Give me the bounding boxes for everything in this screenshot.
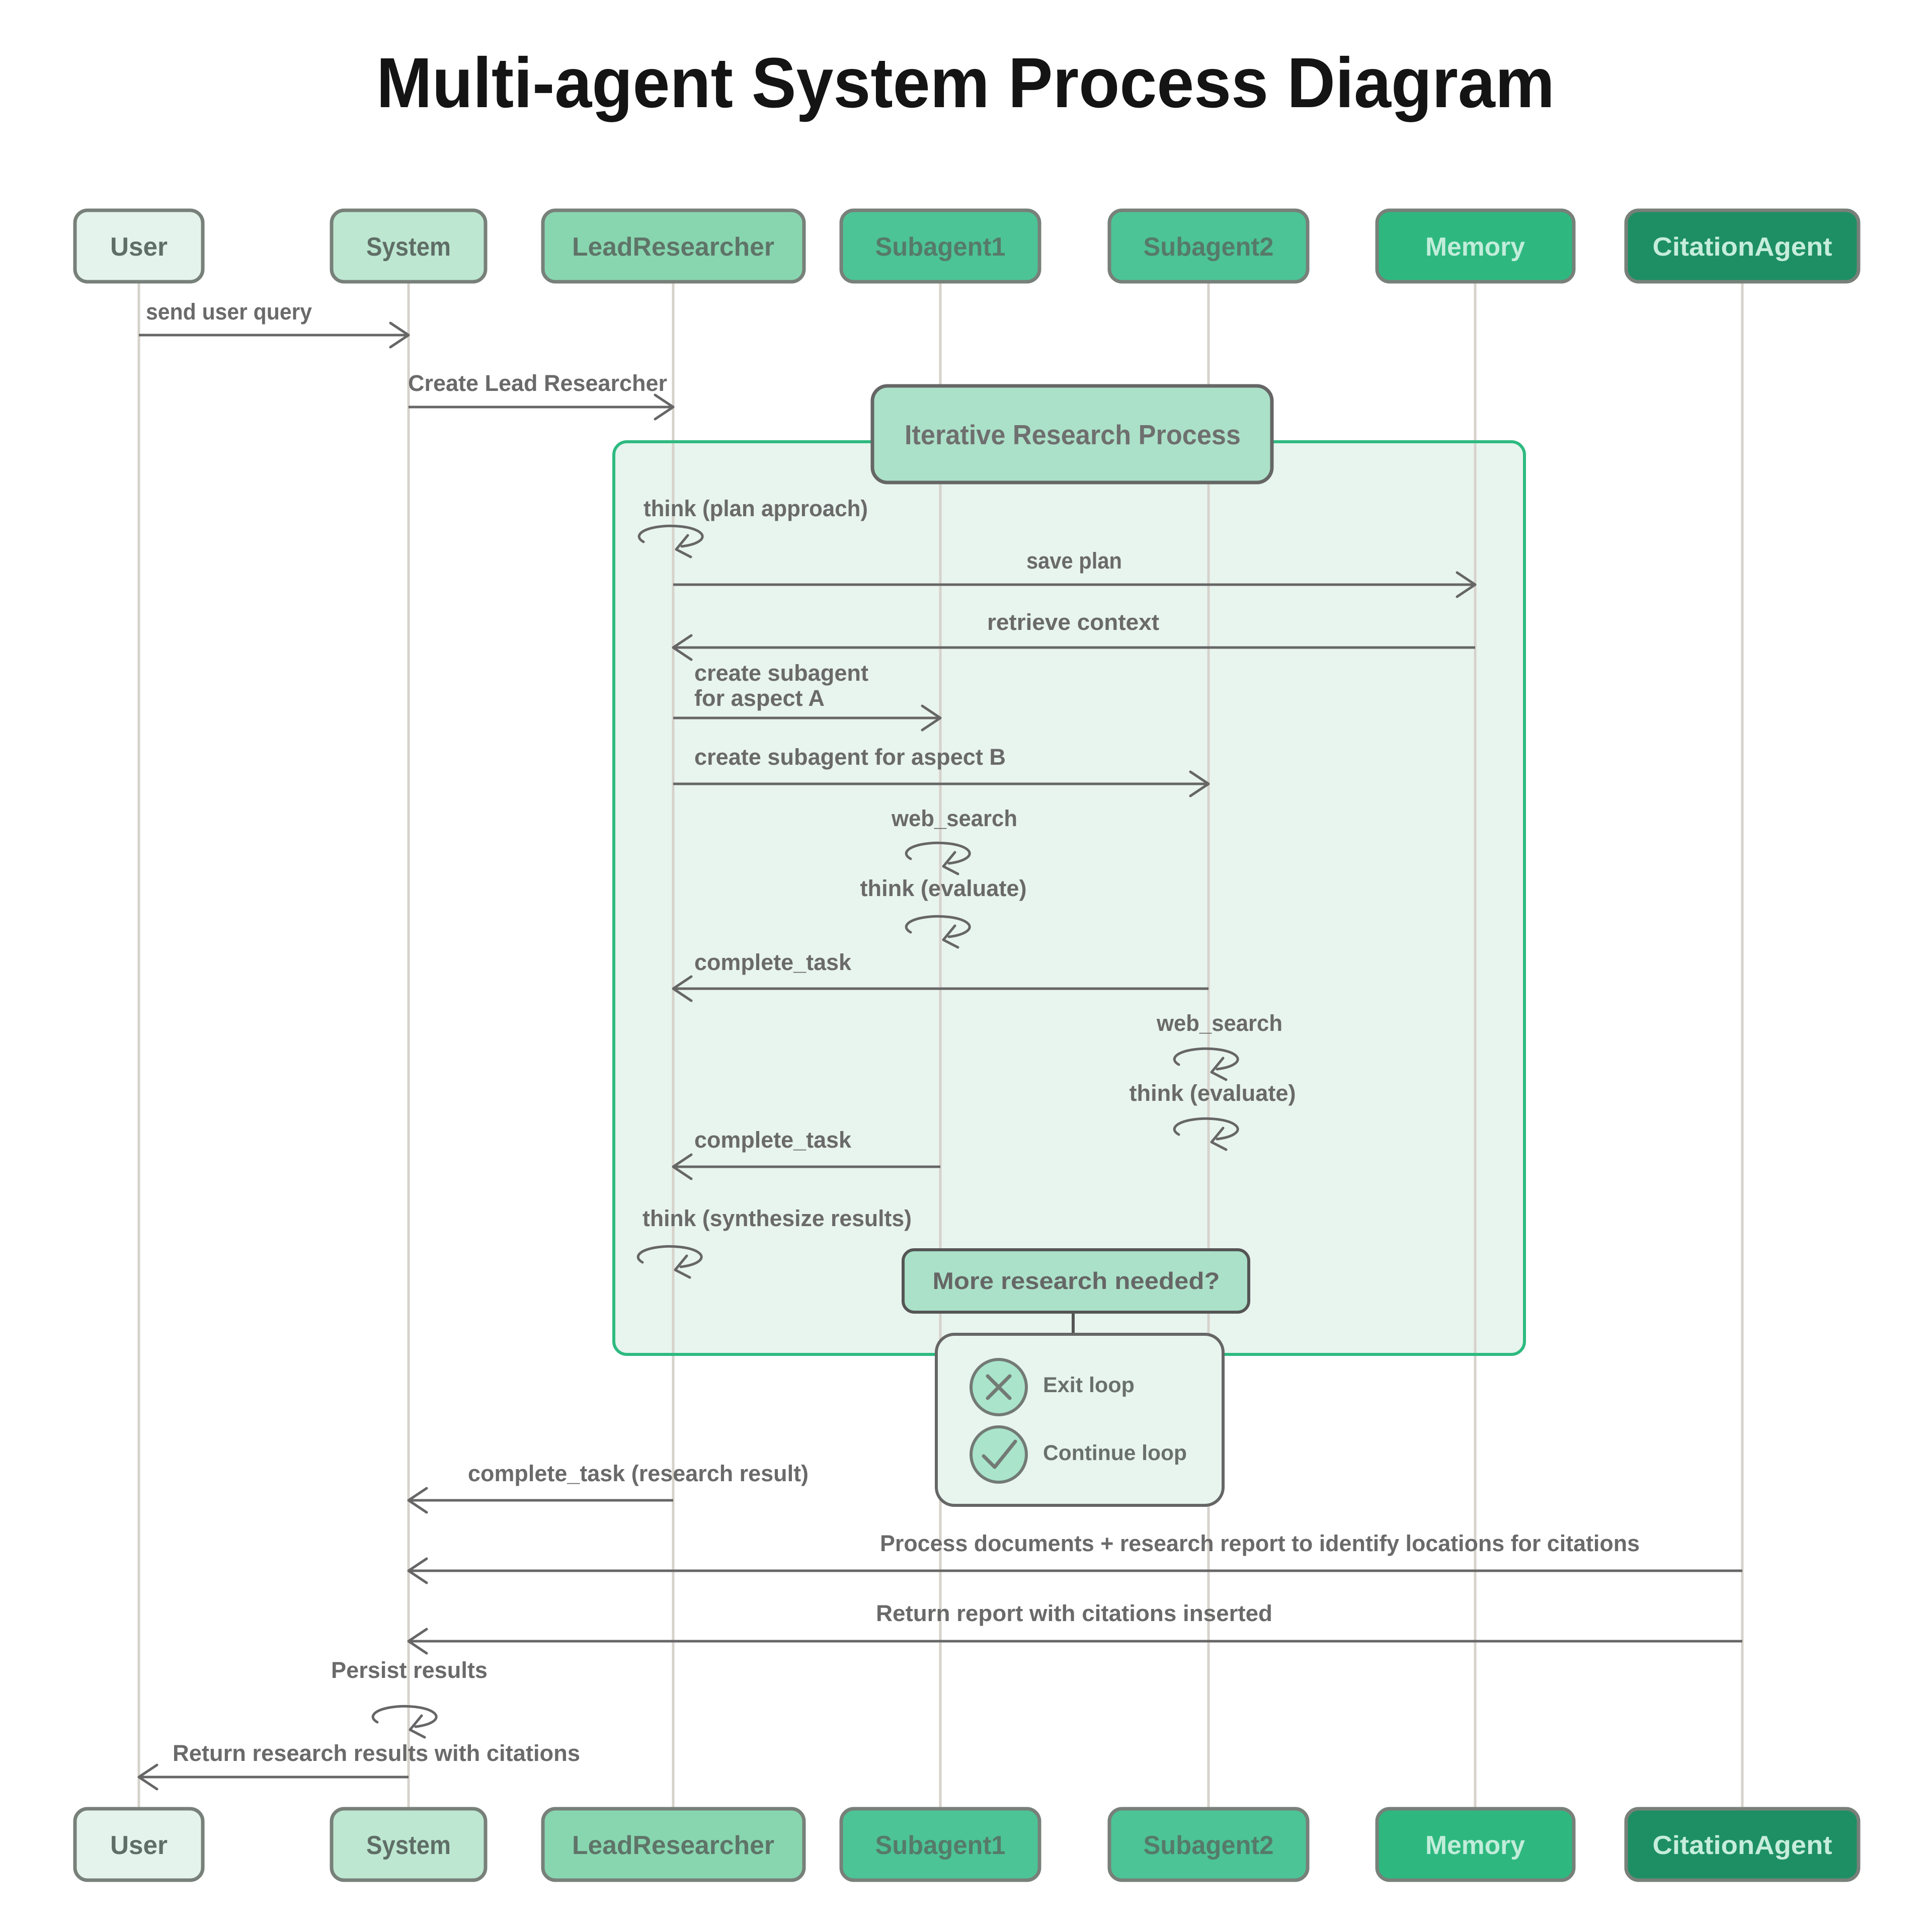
svg-text:CitationAgent: CitationAgent <box>1653 232 1832 262</box>
svg-text:for aspect A: for aspect A <box>694 685 825 711</box>
svg-text:complete_task: complete_task <box>694 1127 852 1153</box>
svg-text:Subagent2: Subagent2 <box>1144 1831 1274 1860</box>
svg-text:think (evaluate): think (evaluate) <box>860 875 1027 901</box>
svg-text:LeadResearcher: LeadResearcher <box>572 1831 774 1860</box>
svg-text:create subagent for aspect B: create subagent for aspect B <box>694 744 1006 770</box>
svg-text:User: User <box>110 232 168 262</box>
svg-text:send user query: send user query <box>146 299 312 325</box>
svg-text:Subagent1: Subagent1 <box>875 232 1006 262</box>
svg-text:think (evaluate): think (evaluate) <box>1130 1080 1296 1106</box>
svg-text:CitationAgent: CitationAgent <box>1653 1831 1832 1860</box>
svg-text:Persist results: Persist results <box>331 1657 488 1683</box>
svg-text:Multi-agent System Process Dia: Multi-agent System Process Diagram <box>376 43 1555 122</box>
svg-text:web_search: web_search <box>891 806 1017 831</box>
svg-text:web_search: web_search <box>1156 1010 1282 1036</box>
svg-text:think (synthesize results): think (synthesize results) <box>642 1205 912 1231</box>
svg-text:complete_task: complete_task <box>694 949 852 975</box>
svg-text:Memory: Memory <box>1425 232 1525 262</box>
svg-text:Return report with citations i: Return report with citations inserted <box>876 1600 1272 1626</box>
svg-text:Memory: Memory <box>1425 1831 1525 1860</box>
svg-text:System: System <box>366 232 451 262</box>
svg-text:Subagent2: Subagent2 <box>1144 232 1274 262</box>
svg-text:think (plan approach): think (plan approach) <box>643 496 868 521</box>
svg-text:LeadResearcher: LeadResearcher <box>572 232 774 262</box>
svg-text:Continue loop: Continue loop <box>1043 1441 1187 1465</box>
svg-text:Return research results with c: Return research results with citations <box>173 1740 580 1766</box>
svg-text:Iterative Research Process: Iterative Research Process <box>905 419 1241 450</box>
svg-text:User: User <box>110 1831 168 1860</box>
svg-text:Create Lead Researcher: Create Lead Researcher <box>408 370 667 396</box>
svg-text:create subagent: create subagent <box>694 660 868 686</box>
svg-text:retrieve context: retrieve context <box>987 609 1159 635</box>
svg-text:Exit loop: Exit loop <box>1043 1373 1135 1397</box>
svg-text:Subagent1: Subagent1 <box>875 1831 1006 1860</box>
svg-text:Process documents + research r: Process documents + research report to i… <box>880 1531 1640 1556</box>
svg-text:save plan: save plan <box>1026 548 1122 574</box>
svg-text:complete_task (research result: complete_task (research result) <box>468 1461 809 1486</box>
svg-text:More research needed?: More research needed? <box>933 1267 1220 1294</box>
svg-text:System: System <box>366 1831 451 1860</box>
